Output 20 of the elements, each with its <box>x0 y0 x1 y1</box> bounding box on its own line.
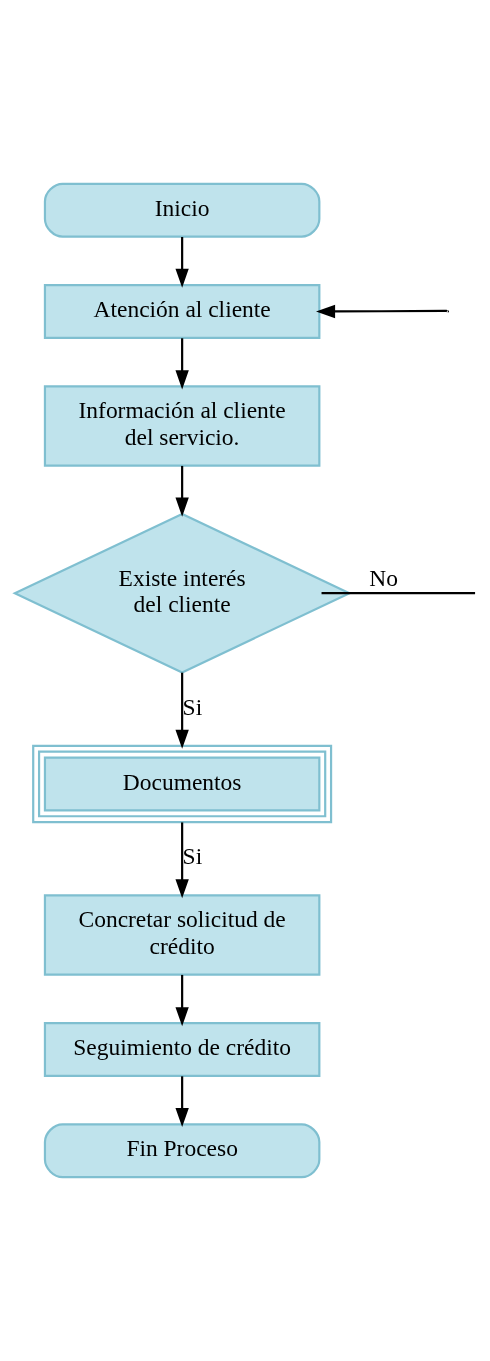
arrow <box>174 237 189 288</box>
edge-label: Si <box>182 843 202 870</box>
node-box: Documentos <box>31 744 332 824</box>
node-box: Seguimiento de crédito <box>43 1022 320 1078</box>
connector <box>321 592 475 595</box>
edge-label: No <box>368 564 398 591</box>
node-box: Concretar solicitud de crédito <box>43 894 320 976</box>
arrow <box>174 465 189 517</box>
node-diamond: Existe interés del cliente <box>11 512 352 674</box>
arrow <box>174 672 189 749</box>
arrow <box>174 974 189 1027</box>
node-box: Información al cliente del servicio. <box>43 385 320 467</box>
node-box: Inicio <box>43 182 320 238</box>
edge-label: Si <box>182 693 202 720</box>
node-box: Fin Proceso <box>43 1123 320 1179</box>
arrow <box>174 822 189 899</box>
arrow <box>174 338 189 390</box>
arrow <box>174 1076 189 1128</box>
node-box: Atención al cliente <box>43 283 320 339</box>
arrow <box>315 304 448 319</box>
